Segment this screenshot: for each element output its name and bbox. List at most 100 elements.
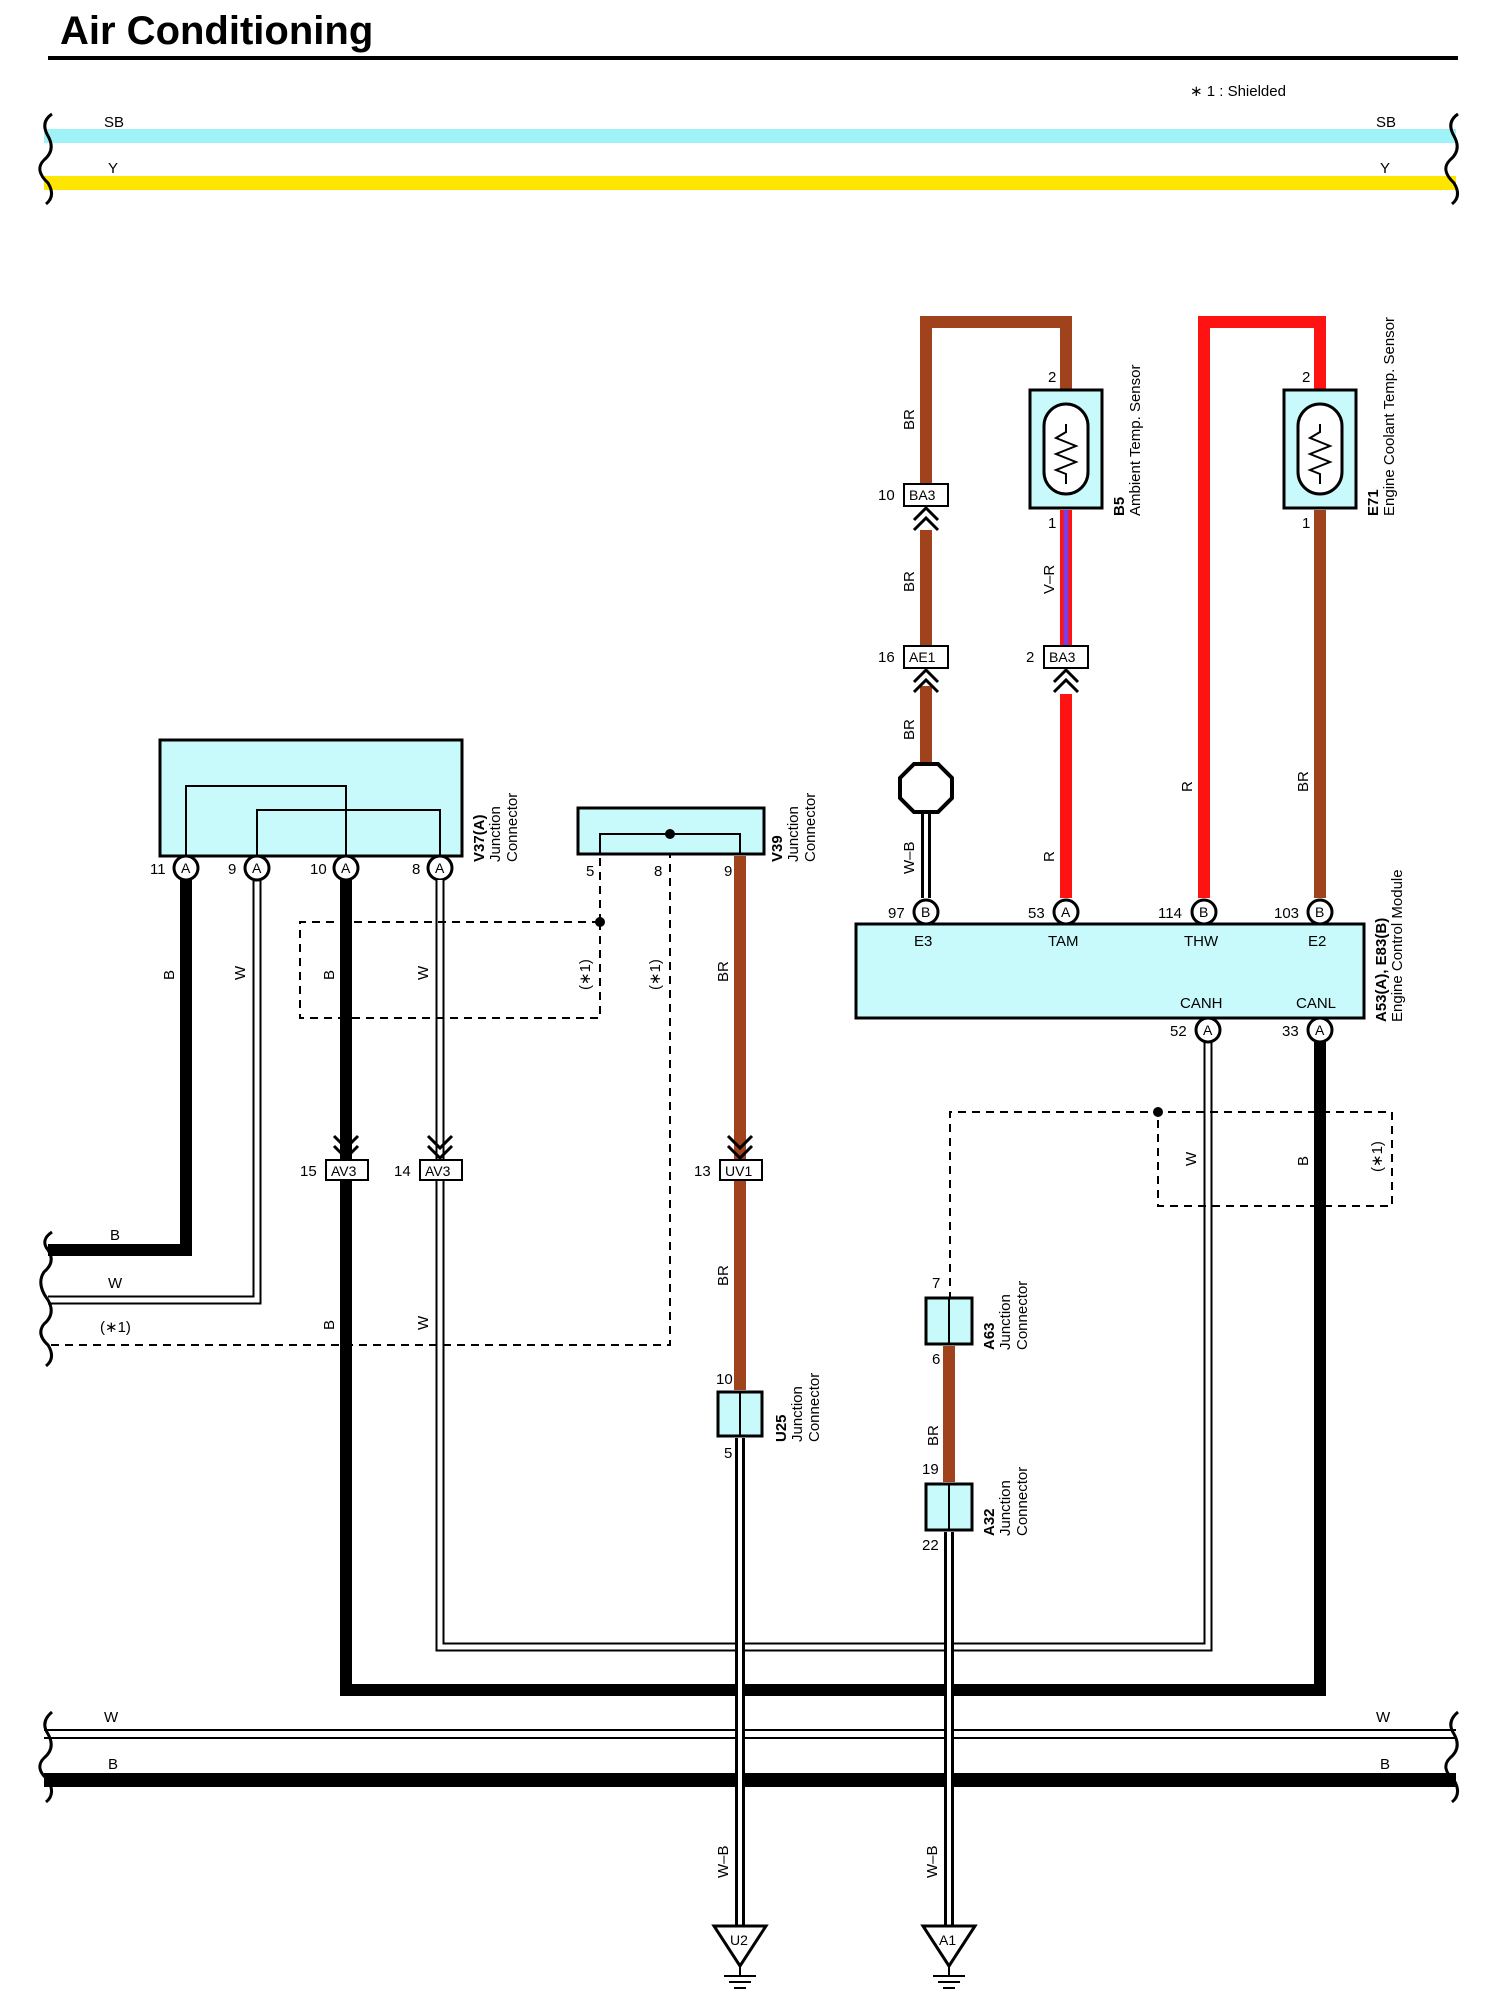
svg-text:2: 2 xyxy=(1302,369,1310,386)
v39-junction-connector: V39 Junction Connector 5 8 9 xyxy=(576,793,819,880)
svg-text:7: 7 xyxy=(932,1275,940,1292)
shield-ground-splice xyxy=(898,762,954,814)
svg-text:W: W xyxy=(108,1275,123,1292)
wire-br-e2: BR xyxy=(1295,510,1326,898)
wire-b-pin10 xyxy=(340,880,1326,1696)
svg-text:AV3: AV3 xyxy=(425,1163,451,1179)
svg-text:Connector: Connector xyxy=(806,1373,823,1442)
svg-text:A: A xyxy=(1061,904,1071,920)
svg-text:B: B xyxy=(1315,904,1324,920)
svg-text:B: B xyxy=(321,1320,338,1330)
svg-text:5: 5 xyxy=(724,1445,732,1462)
svg-text:A: A xyxy=(341,860,351,876)
svg-text:SB: SB xyxy=(104,114,124,131)
shield-box-left: (∗1) (∗1) xyxy=(299,834,664,1019)
connector-ae1: AE1 16 xyxy=(878,645,949,694)
svg-text:V37(A): V37(A) xyxy=(471,814,488,862)
wire-br-ambient-loop: BR BR BR xyxy=(901,316,1072,764)
svg-text:Ambient Temp. Sensor: Ambient Temp. Sensor xyxy=(1127,365,1144,516)
svg-text:BR: BR xyxy=(901,719,918,740)
svg-text:33: 33 xyxy=(1282,1023,1299,1040)
wire-labels-v37: B W B W B W xyxy=(161,965,432,1330)
left-wire-shield: (∗1) xyxy=(48,836,671,1346)
svg-text:U2: U2 xyxy=(730,1932,748,1948)
svg-text:B: B xyxy=(1295,1156,1312,1166)
connector-av3-14: AV3 14 xyxy=(394,1134,463,1181)
svg-text:W: W xyxy=(232,965,249,980)
wire-br-v39: BR BR xyxy=(715,856,746,1390)
connector-ba3-top: BA3 10 xyxy=(878,483,949,532)
svg-text:E71: E71 xyxy=(1365,489,1382,516)
svg-text:BR: BR xyxy=(925,1425,942,1446)
shield-box-right: (∗1) xyxy=(949,1107,1393,1300)
top-bus-y: Y Y xyxy=(44,160,1456,190)
svg-text:Junction: Junction xyxy=(487,806,504,862)
svg-text:A: A xyxy=(1315,1022,1325,1038)
page-title: Air Conditioning xyxy=(60,9,373,53)
svg-text:10: 10 xyxy=(878,487,895,504)
svg-text:W–B: W–B xyxy=(924,1845,941,1878)
svg-text:B: B xyxy=(110,1227,120,1244)
top-bus-sb: SB SB xyxy=(44,114,1456,143)
svg-text:CANL: CANL xyxy=(1296,995,1336,1012)
svg-text:6: 6 xyxy=(932,1351,940,1368)
svg-text:22: 22 xyxy=(922,1537,939,1554)
svg-text:15: 15 xyxy=(300,1163,317,1180)
svg-text:V39: V39 xyxy=(769,835,786,862)
top-bus-break-marks xyxy=(38,112,1459,206)
svg-text:W: W xyxy=(104,1709,119,1726)
svg-text:103: 103 xyxy=(1274,905,1299,922)
svg-text:A: A xyxy=(435,860,445,876)
v37-junction-connector: V37(A) Junction Connector xyxy=(158,738,521,868)
svg-text:13: 13 xyxy=(694,1163,711,1180)
svg-text:R: R xyxy=(1179,781,1196,792)
svg-text:53: 53 xyxy=(1028,905,1045,922)
svg-text:W–B: W–B xyxy=(901,841,918,874)
svg-text:1: 1 xyxy=(1048,515,1056,532)
svg-text:2: 2 xyxy=(1048,369,1056,386)
svg-text:E2: E2 xyxy=(1308,933,1326,950)
wire-r-thw: R xyxy=(1179,316,1326,898)
svg-text:W: W xyxy=(1183,1151,1200,1166)
svg-text:B5: B5 xyxy=(1111,497,1128,516)
ground-a1: A1 xyxy=(920,1924,978,1989)
svg-text:CANH: CANH xyxy=(1180,995,1223,1012)
svg-text:V–R: V–R xyxy=(1041,565,1058,594)
svg-text:BR: BR xyxy=(1295,771,1312,792)
svg-text:W: W xyxy=(415,965,432,980)
ecm-pins: B 97 A 53 B 114 B 103 A 52 A 33 xyxy=(888,898,1334,1044)
svg-text:SB: SB xyxy=(1376,114,1396,131)
svg-text:A: A xyxy=(181,860,191,876)
svg-text:UV1: UV1 xyxy=(725,1163,752,1179)
svg-text:(∗1): (∗1) xyxy=(577,959,594,990)
svg-text:A53(A), E83(B): A53(A), E83(B) xyxy=(1373,918,1390,1022)
svg-text:Junction: Junction xyxy=(997,1294,1014,1350)
svg-text:10: 10 xyxy=(310,861,327,878)
svg-text:8: 8 xyxy=(412,861,420,878)
wire-wb-u2: W–B xyxy=(715,1438,745,1926)
svg-text:16: 16 xyxy=(878,649,895,666)
svg-text:BA3: BA3 xyxy=(909,487,936,503)
svg-text:2: 2 xyxy=(1026,649,1034,666)
svg-text:R: R xyxy=(1041,851,1058,862)
svg-text:A: A xyxy=(252,860,262,876)
svg-text:8: 8 xyxy=(654,863,662,880)
svg-text:Y: Y xyxy=(108,160,118,177)
svg-text:Y: Y xyxy=(1380,160,1390,177)
connector-uv1: UV1 13 xyxy=(694,1134,763,1181)
svg-text:AE1: AE1 xyxy=(909,649,936,665)
svg-text:TAM: TAM xyxy=(1048,933,1079,950)
e71-coolant-temp-sensor: 2 1 E71 Engine Coolant Temp. Sensor xyxy=(1282,317,1398,532)
svg-text:14: 14 xyxy=(394,1163,411,1180)
left-break-marks xyxy=(39,1230,53,1368)
svg-text:A1: A1 xyxy=(939,1932,956,1948)
a63-junction-connector: 7 6 A63 Junction Connector xyxy=(924,1275,1031,1368)
svg-text:1: 1 xyxy=(1302,515,1310,532)
svg-text:Connector: Connector xyxy=(802,793,819,862)
engine-control-module: E3 TAM THW E2 CANH CANL A53(A), E83(B) E… xyxy=(854,869,1406,1022)
svg-text:W: W xyxy=(415,1315,432,1330)
svg-text:(∗1): (∗1) xyxy=(100,1319,131,1336)
wire-r-tam: R xyxy=(1041,694,1072,898)
svg-text:Junction: Junction xyxy=(785,806,802,862)
